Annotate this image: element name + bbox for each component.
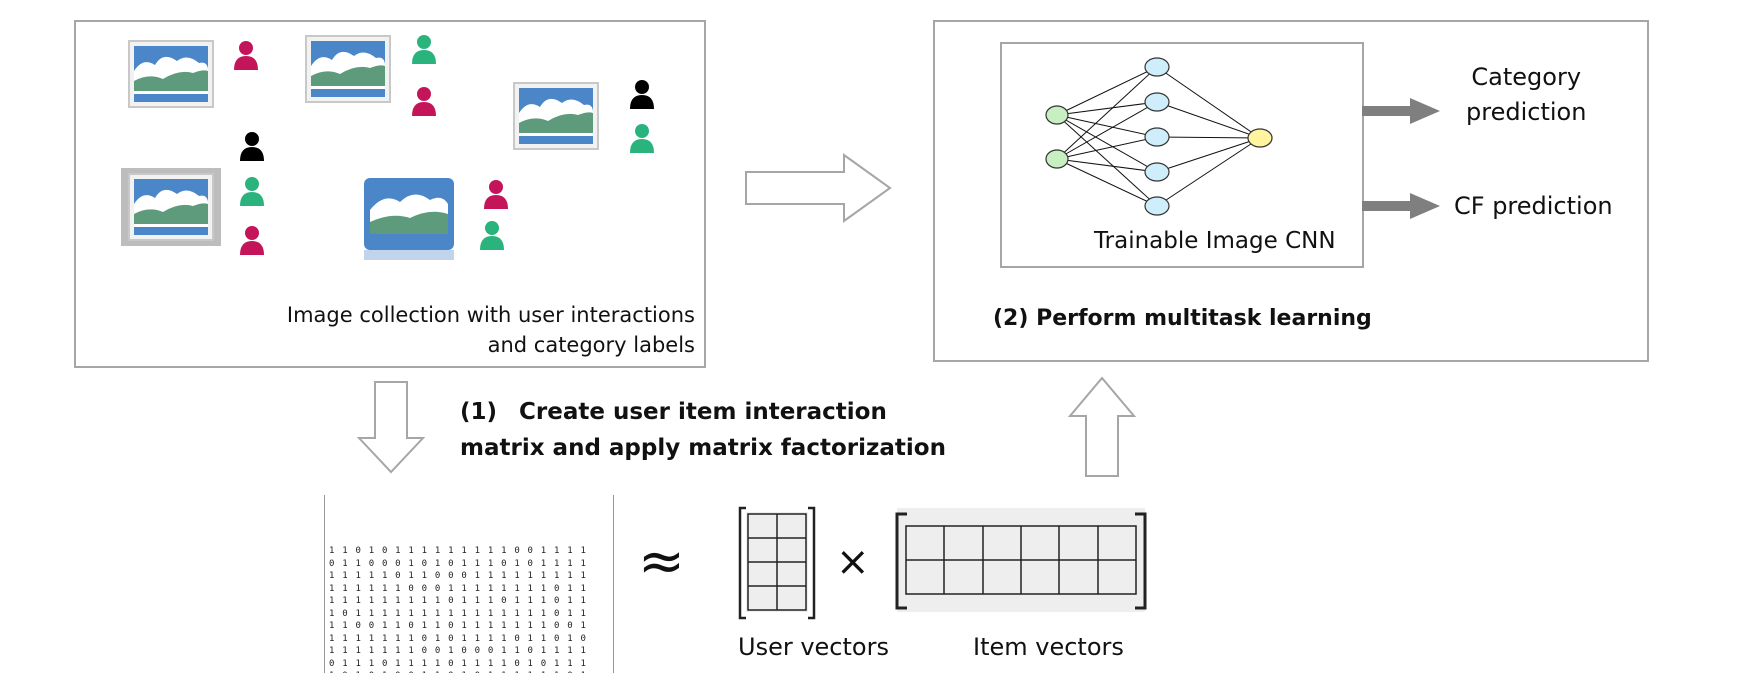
user-icon <box>480 221 504 250</box>
cf-prediction-label: CF prediction <box>1454 192 1613 220</box>
up-arrow-icon <box>1067 376 1137 477</box>
step1-text: (1) Create user item interaction matrix a… <box>460 394 946 466</box>
image-thumbnail-icon <box>128 40 214 108</box>
collection-caption-line1: Image collection with user interactions <box>286 303 695 327</box>
right-arrow-icon <box>745 153 892 223</box>
user-icon <box>234 41 258 70</box>
user-vectors-label: User vectors <box>738 633 889 661</box>
matrix-row: 1 0 1 1 1 1 1 1 1 1 1 1 1 1 1 1 1 0 1 1 <box>329 608 588 619</box>
step1-number: (1) <box>460 399 498 425</box>
matrix-row: 1 1 1 1 1 0 1 1 0 0 0 1 1 1 1 1 1 1 1 1 <box>329 571 588 581</box>
item-vectors-matrix <box>895 508 1147 612</box>
image-thumbnail-icon <box>364 178 454 260</box>
hidden-node <box>1144 162 1170 182</box>
matrix-row: 1 1 1 1 1 1 0 0 0 1 1 1 1 1 1 1 1 0 1 1 <box>329 583 588 594</box>
user-vectors-matrix <box>738 506 816 620</box>
output-node <box>1247 128 1273 148</box>
input-node <box>1045 149 1069 169</box>
input-node <box>1045 105 1069 125</box>
user-icon <box>484 180 508 209</box>
category-prediction-line2: prediction <box>1466 98 1587 126</box>
user-icon <box>412 35 436 64</box>
user-icon <box>630 80 654 109</box>
matrix-row: 0 1 1 0 0 0 1 0 1 0 1 1 1 0 1 0 1 1 1 1 <box>329 558 588 569</box>
image-collection-illustration <box>121 35 654 260</box>
matrix-row: 1 0 1 0 1 0 0 1 1 0 1 0 1 1 1 1 1 1 0 1 <box>329 670 614 673</box>
approx-symbol: ≈ <box>638 529 685 594</box>
hidden-node <box>1144 92 1170 112</box>
category-prediction-line1: Category <box>1471 63 1582 91</box>
category-prediction-label: Category prediction <box>1466 60 1586 130</box>
step2-title: (2) Perform multitask learning <box>993 306 1372 331</box>
collection-caption-line2: and category labels <box>487 333 695 357</box>
item-vectors-label: Item vectors <box>973 633 1124 661</box>
matrix-row: 1 1 0 1 0 1 1 1 1 1 1 1 1 1 0 0 1 1 1 1 <box>329 546 588 556</box>
matrix-row: 1 1 1 1 1 1 1 0 0 1 0 0 0 1 1 0 1 1 1 1 <box>329 646 588 656</box>
user-icon <box>240 177 264 206</box>
matrix-row: 0 1 1 1 0 1 1 1 1 0 1 1 1 1 0 1 0 1 1 1 <box>329 658 588 669</box>
cnn-label: Trainable Image CNN <box>1094 228 1336 254</box>
interaction-matrix: 1 1 0 1 0 1 1 1 1 1 1 1 1 1 0 0 1 1 1 1 0… <box>324 495 614 673</box>
neural-network-diagram <box>1045 57 1273 216</box>
cf-output-arrow <box>1362 193 1440 219</box>
image-thumbnail-icon <box>121 168 221 246</box>
hidden-node <box>1144 57 1170 77</box>
collection-caption: Image collection with user interactions … <box>287 300 695 360</box>
step1-line1: Create user item interaction <box>519 399 887 425</box>
step1-line2: matrix and apply matrix factorization <box>460 435 946 461</box>
hidden-node <box>1144 127 1170 147</box>
user-icon <box>412 87 436 116</box>
hidden-node <box>1144 196 1170 216</box>
matrix-row: 1 1 1 1 1 1 1 0 1 0 1 1 1 1 0 1 1 0 1 0 <box>329 633 588 644</box>
user-icon <box>240 132 264 161</box>
user-icon <box>240 226 264 255</box>
image-thumbnail-icon <box>513 82 599 150</box>
matrix-row: 1 1 1 1 1 1 1 1 1 0 1 1 1 0 1 1 1 0 1 1 <box>329 596 588 606</box>
matrix-row: 1 1 0 0 1 1 0 1 1 0 1 1 1 1 1 1 1 0 0 1 <box>329 621 588 631</box>
category-output-arrow <box>1362 98 1440 124</box>
times-symbol: × <box>836 539 870 585</box>
user-icon <box>630 124 654 153</box>
image-thumbnail-icon <box>305 35 391 103</box>
down-arrow-icon <box>356 381 426 474</box>
